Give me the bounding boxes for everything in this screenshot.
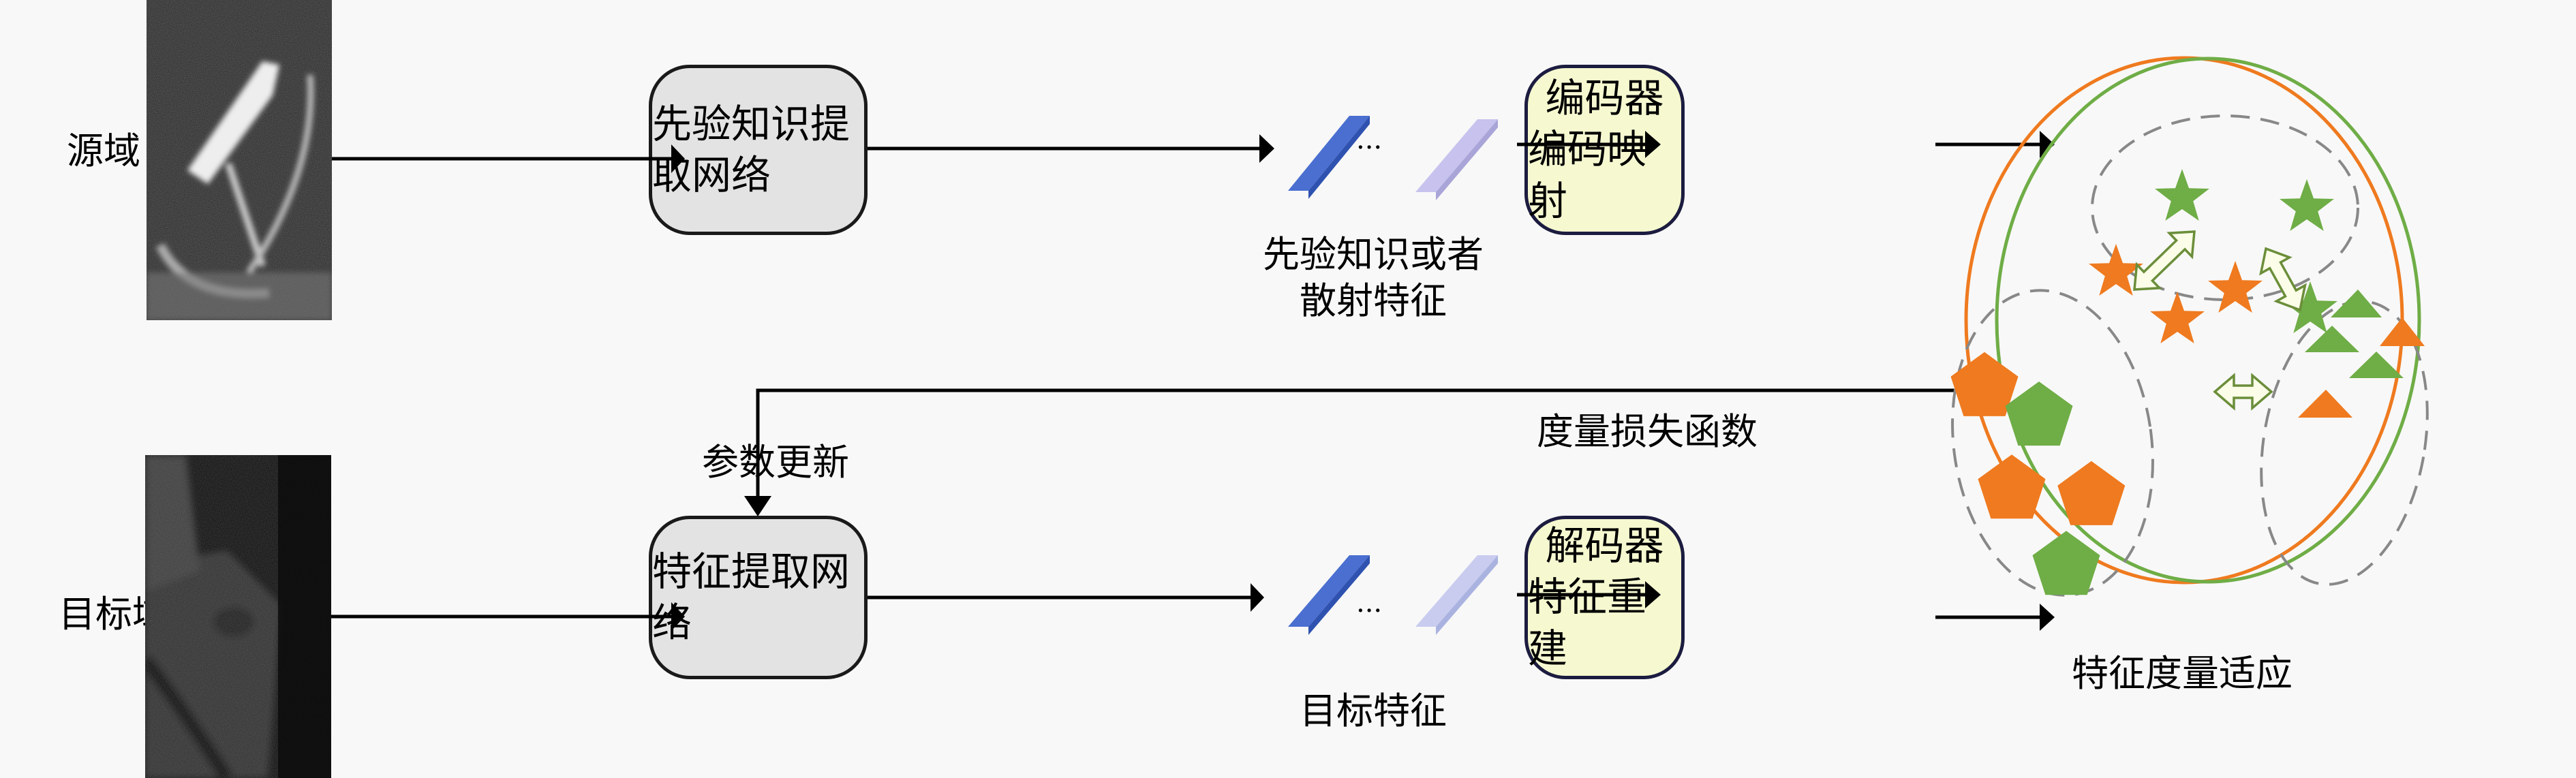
arrow-head <box>1645 581 1661 608</box>
triangle-green <box>2349 352 2404 378</box>
arrow-head <box>2040 604 2055 631</box>
prior-feature-vectors <box>1288 116 1498 200</box>
star-green <box>2155 169 2209 221</box>
parameter-update-label: 参数更新 <box>702 441 849 484</box>
feedback-arrow-head <box>744 496 771 516</box>
star-cluster <box>2089 169 2337 343</box>
pentagon-orange <box>1950 352 2019 416</box>
encoder-title: 编码器 <box>1545 74 1664 121</box>
arrow-head <box>671 602 685 631</box>
star-green <box>2280 179 2334 231</box>
star-orange <box>2089 244 2143 296</box>
encoder-subtitle: 编码映射 <box>1528 126 1647 224</box>
star-orange <box>2208 261 2263 313</box>
feature-bar-blue-bottom <box>1288 555 1370 627</box>
pentagon-green <box>2005 382 2073 446</box>
cluster-relation-arrows <box>2133 230 2307 411</box>
prior-features-line2: 散射特征 <box>1300 279 1447 322</box>
star-orange <box>2150 292 2205 343</box>
arrow-head <box>2040 131 2055 158</box>
source-sar-image <box>147 0 332 320</box>
arrow-head <box>1259 134 1274 163</box>
feedback-loop-line <box>756 388 1963 501</box>
target-distribution-circle <box>1995 57 2421 584</box>
decoder-title: 解码器 <box>1545 522 1664 569</box>
prior-features-line1: 先验知识或者 <box>1263 233 1484 276</box>
feature-extraction-network-box: 特征提取网络 <box>649 516 868 679</box>
feature-bar-blue-bottom-side <box>1308 555 1370 635</box>
source-domain-label: 源域 <box>67 129 140 172</box>
star-pentagon-double-arrow <box>2133 230 2196 291</box>
feature-metric-adaptation-label: 特征度量适应 <box>2072 652 2293 695</box>
feature-ellipsis-bottom: ... <box>1356 587 1383 619</box>
pentagon-cluster <box>1950 352 2126 595</box>
metric-loss-function-label: 度量损失函数 <box>1537 410 1758 453</box>
triangle-green <box>2331 290 2382 317</box>
prior-features-label: 先验知识或者 散射特征 <box>1240 232 1506 324</box>
star-triangle-double-arrow <box>2259 247 2307 312</box>
target-sar-image <box>145 455 331 778</box>
triangle-orange <box>2298 390 2352 418</box>
feature-network-label: 特征提取网络 <box>652 548 850 646</box>
pentagon-triangle-double-arrow <box>2213 373 2273 411</box>
arrow-head <box>671 144 685 173</box>
target-feature-vectors <box>1288 555 1498 635</box>
triangle-orange <box>2380 317 2425 346</box>
feature-bar-lavender-top <box>1415 119 1498 192</box>
arrow-head <box>1645 131 1661 158</box>
pentagon-orange <box>1978 454 2046 519</box>
feature-bar-lavender-bottom <box>1415 555 1498 627</box>
prior-knowledge-extraction-network-box: 先验知识提取网络 <box>649 65 868 235</box>
decoder-subtitle: 特征重建 <box>1528 574 1647 672</box>
pentagon-orange <box>2057 461 2126 525</box>
feature-bar-lavender-top-side <box>1436 119 1498 200</box>
feature-bar-lavender-bottom-side <box>1436 555 1498 635</box>
target-features-label: 目标特征 <box>1300 689 1447 732</box>
triangle-cluster-shapes <box>2298 290 2425 418</box>
feature-bar-blue-top-side <box>1308 116 1370 199</box>
pentagon-cluster-boundary <box>1951 289 2154 597</box>
prior-network-label: 先验知识提取网络 <box>652 100 850 198</box>
triangle-green <box>2305 326 2359 352</box>
feature-bar-blue-top <box>1288 116 1370 191</box>
star-green <box>2283 281 2337 333</box>
encoder-box: 编码器 编码映射 <box>1524 65 1685 235</box>
pentagon-green <box>2032 531 2100 595</box>
star-cluster-boundary <box>2091 114 2359 301</box>
decoder-box: 解码器 特征重建 <box>1524 516 1685 679</box>
triangle-cluster-boundary <box>2260 300 2429 586</box>
arrow-head <box>1251 583 1264 612</box>
cluster-boundaries <box>1951 114 2429 597</box>
